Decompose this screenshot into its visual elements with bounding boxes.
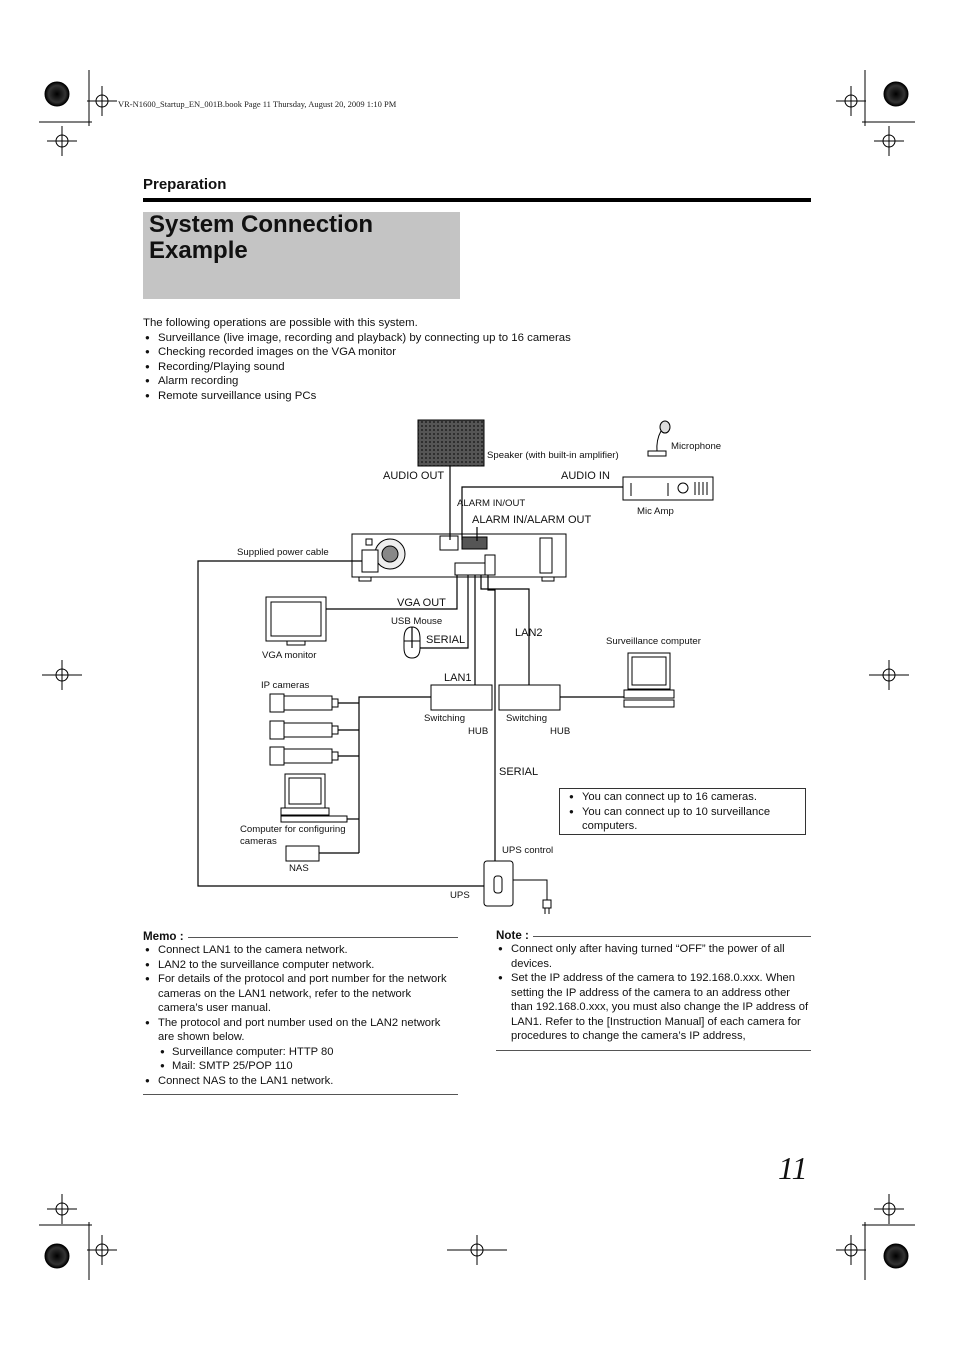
label-ups-control: UPS control [502,845,553,856]
label-serial-bottom: SERIAL [499,766,538,778]
label-audio-in: AUDIO IN [561,470,610,482]
memo-sub-item: Surveillance computer: HTTP 80 [143,1045,458,1060]
fan-icon [381,545,399,563]
crosshair-icon [42,660,82,690]
power-plug-icon [542,899,552,909]
nas-icon [285,845,320,862]
switching-hub-lan2 [498,684,561,711]
microphone-icon [647,420,671,457]
label-ups: UPS [450,890,470,901]
intro-lead: The following operations are possible wi… [143,317,418,329]
ip-camera-icon [269,693,339,713]
power-inlet-icon [361,549,379,573]
label-microphone: Microphone [671,441,721,452]
crosshair-icon [87,86,117,116]
vga-monitor-icon [265,596,327,646]
title-box: System Connection Example [143,212,460,299]
corner-rosette-icon [883,81,909,107]
label-hub-1: HUB [468,726,488,737]
note-heading: Note : [496,929,529,942]
crosshair-icon [447,1235,507,1265]
callout-item: You can connect up to 16 cameras. [567,790,805,805]
memo-section: Memo : Connect LAN1 to the camera networ… [143,930,458,1095]
callout-item: You can connect up to 10 surveillance co… [567,805,805,834]
page-title: System Connection Example [149,212,373,264]
memo-heading: Memo : [143,930,184,943]
memo-heading-rule [187,937,458,938]
memo-bottom-rule [143,1094,458,1095]
note-item: Set the IP address of the camera to 192.… [496,971,811,1044]
crosshair-icon [836,86,866,116]
intro-bullet: Recording/Playing sound [143,360,571,375]
connection-wires [197,466,624,887]
surveillance-computer-icon [623,652,675,708]
memo-item: Connect NAS to the LAN1 network. [143,1074,458,1089]
label-hub-2: HUB [550,726,570,737]
page-number: 11 [778,1150,808,1186]
crosshair-icon [869,660,909,690]
note-section: Note : Connect only after having turned … [496,929,811,1051]
label-ip-cameras: IP cameras [261,680,310,691]
crosshair-icon [87,1235,117,1265]
intro-bullet: Remote surveillance using PCs [143,389,571,404]
recorder-rear-panel [351,533,567,582]
label-audio-out: AUDIO OUT [383,470,444,482]
crosshair-icon [874,1194,904,1224]
ip-camera-icon [269,720,339,740]
memo-item: For details of the protocol and port num… [143,972,458,1016]
mic-amp-icon [622,476,714,501]
intro-bullet: Alarm recording [143,374,571,389]
callout-box: You can connect up to 16 cameras. You ca… [559,788,806,835]
label-vga-monitor: VGA monitor [262,650,317,661]
note-item: Connect only after having turned “OFF” t… [496,942,811,971]
label-lan1: LAN1 [444,672,472,684]
label-speaker: Speaker (with built-in amplifier) [487,450,619,461]
title-line-2: Example [149,237,248,264]
note-bottom-rule [496,1049,811,1051]
title-line-1: System Connection [149,211,374,238]
label-switching-2: Switching [506,713,547,724]
label-lan2: LAN2 [515,627,543,639]
label-serial-top: SERIAL [426,634,465,646]
memo-item: The protocol and port number used on the… [143,1016,458,1045]
intro-bullet: Checking recorded images on the VGA moni… [143,345,571,360]
memo-sub-item: Mail: SMTP 25/POP 110 [143,1059,458,1074]
label-power-cable: Supplied power cable [237,547,329,558]
section-label: Preparation [143,176,227,193]
label-nas: NAS [289,863,309,874]
crosshair-icon [47,1194,77,1224]
corner-rosette-icon [883,1243,909,1269]
registration-marks [39,70,915,1280]
switching-hub-lan1 [430,684,493,711]
label-alarm-in-out: ALARM IN/OUT [457,498,525,509]
speaker-icon [417,419,485,467]
memo-item: LAN2 to the surveillance computer networ… [143,958,458,973]
intro: The following operations are possible wi… [143,316,571,404]
ip-camera-icon [269,746,339,766]
memo-item: Connect LAN1 to the camera network. [143,943,458,958]
ups-icon [483,860,552,914]
crosshair-icon [874,126,904,156]
corner-rosette-icon [44,1243,70,1269]
print-header: VR-N1600_Startup_EN_001B.book Page 11 Th… [118,99,397,109]
label-switching-1: Switching [424,713,465,724]
label-config-computer-1: Computer for configuring [240,824,346,835]
corner-rosette-icon [44,81,70,107]
label-config-computer-2: cameras [240,836,277,847]
diagram-labels: Speaker (with built-in amplifier) Microp… [237,441,721,901]
label-alarm-in-alarm-out: ALARM IN/ALARM OUT [472,514,591,526]
label-mic-amp: Mic Amp [637,506,674,517]
note-heading-rule [532,936,811,937]
crosshair-icon [47,126,77,156]
label-vga-out: VGA OUT [397,597,446,609]
intro-bullet: Surveillance (live image, recording and … [143,331,571,346]
label-usb-mouse: USB Mouse [391,616,442,627]
crosshair-icon [836,1235,866,1265]
section-rule [143,198,811,202]
config-computer-icon [280,773,348,823]
label-surveillance-computer: Surveillance computer [606,636,702,647]
